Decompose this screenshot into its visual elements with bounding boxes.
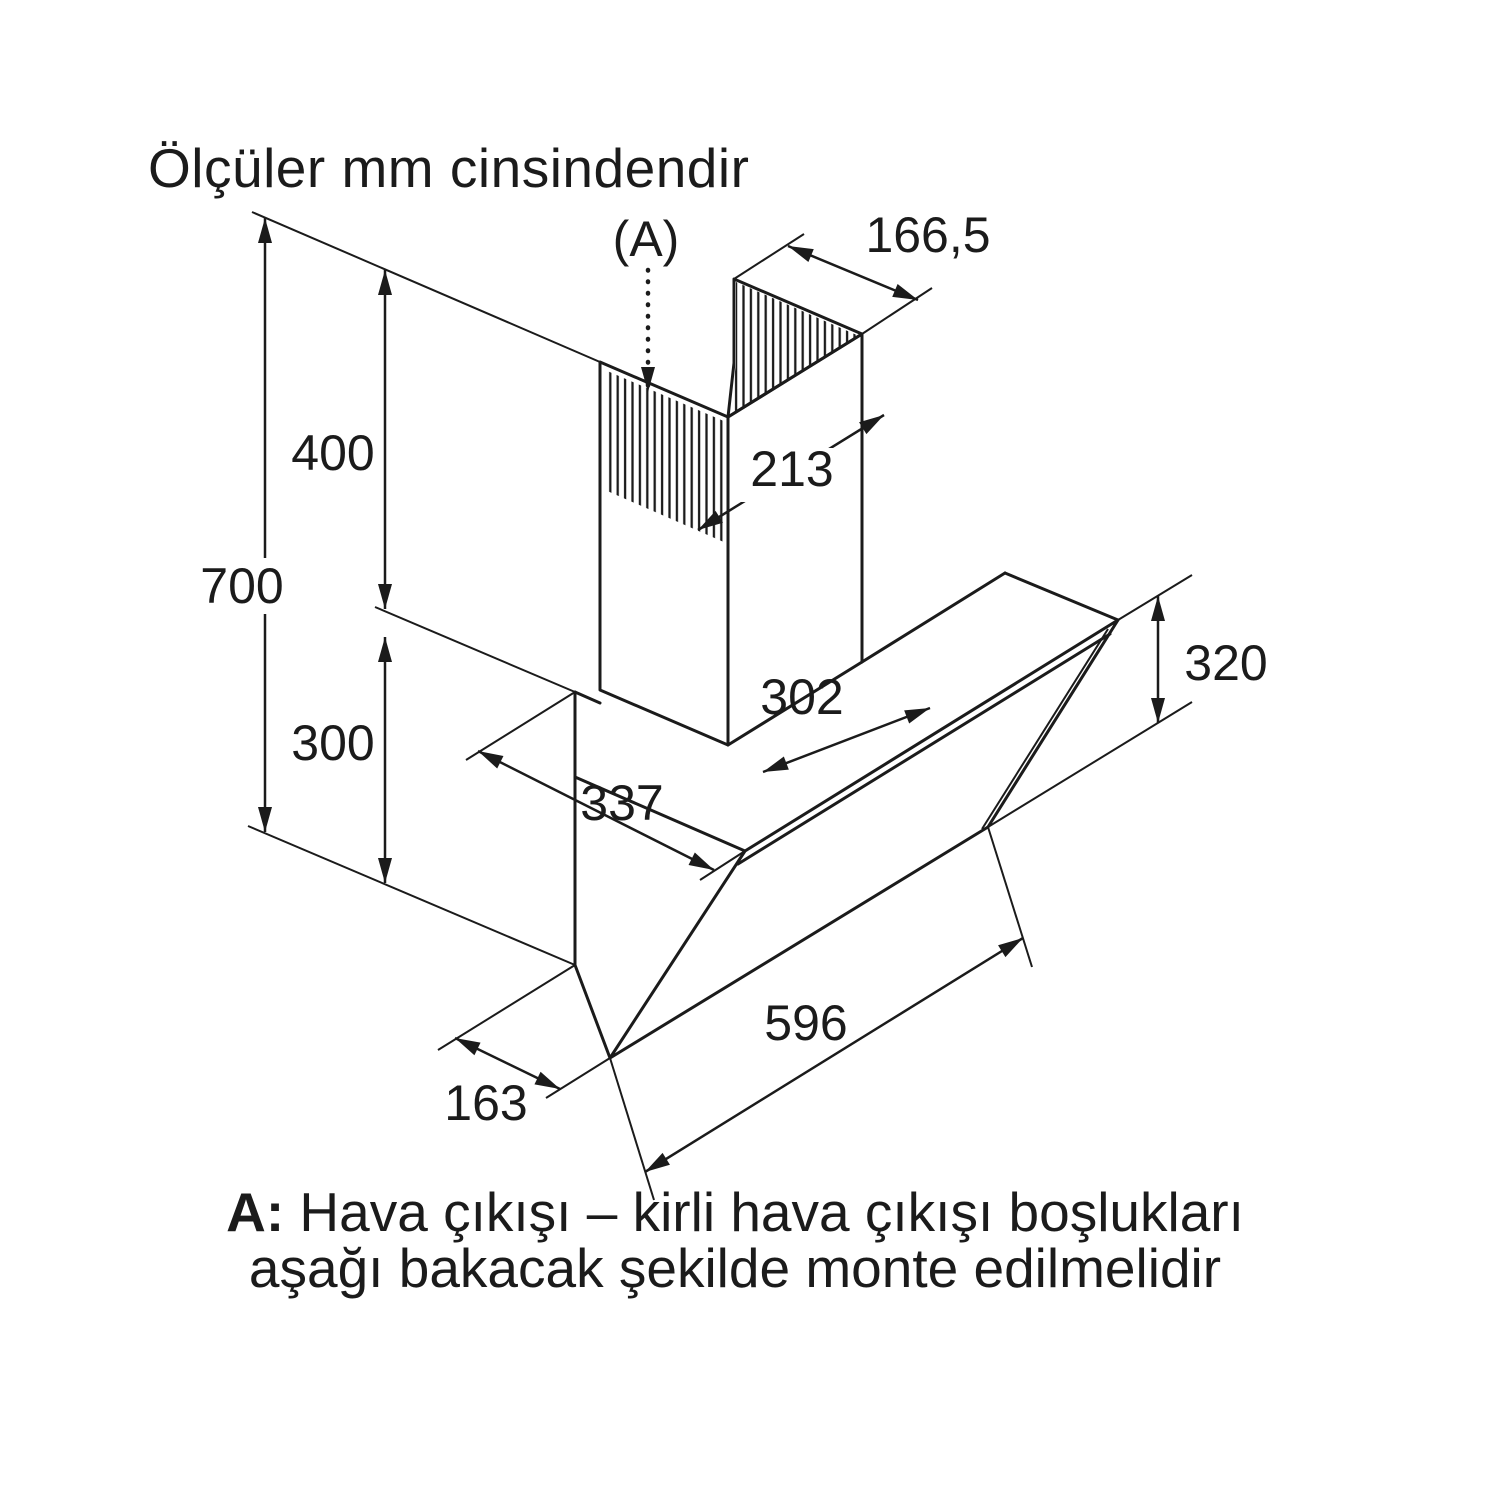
note-prefix: A: (226, 1181, 285, 1243)
back-flap-vent-hatch (730, 282, 859, 415)
dim-320-label: 320 (1184, 635, 1267, 691)
dim-302-line (762, 706, 931, 774)
dim-596-line (644, 936, 1024, 1174)
note-line-1-text: Hava çıkışı – kirli hava çıkışı boşlukla… (299, 1181, 1244, 1243)
dim-163-label: 163 (444, 1075, 527, 1131)
canopy-back-edge (860, 571, 1007, 664)
dim-337-label: 337 (580, 775, 663, 831)
label-bg-213 (733, 448, 851, 502)
dimension-lines (258, 218, 1165, 1174)
dim-302-label: 302 (760, 669, 843, 725)
dim-166-label: 166,5 (865, 207, 990, 263)
dim-700-label: 700 (200, 558, 283, 614)
air-outlet-note: A: Hava çıkışı – kirli hava çıkışı boşlu… (0, 1184, 1470, 1296)
dim-163-line (454, 1036, 561, 1091)
dim-337-line (477, 749, 715, 872)
canopy-right-edge (1003, 571, 1120, 622)
glass-front-panel (608, 618, 1120, 1060)
dim-596-label: 596 (764, 995, 847, 1051)
front-face-vent-hatch (605, 370, 726, 543)
page-title: Ölçüler mm cinsindendir (148, 137, 750, 199)
dim-400-label: 400 (291, 425, 374, 481)
note-line-1: A: Hava çıkışı – kirli hava çıkışı boşlu… (0, 1184, 1470, 1240)
extension-lines (247, 211, 1193, 1201)
dim-166-line (787, 244, 919, 302)
dim-213-label: 213 (750, 441, 833, 497)
wall-box-top-edge (573, 690, 602, 705)
dim-marker-a-label: (A) (613, 211, 680, 267)
wall-box-bottom-edge (573, 963, 612, 1060)
dimension-labels: (A) 700 400 300 166,5 213 302 337 320 59… (200, 207, 1267, 1131)
hood-body (573, 277, 1120, 1060)
label-bg-700 (194, 558, 292, 614)
dim-300-label: 300 (291, 715, 374, 771)
note-line-2: aşağı bakacak şekilde monte edilmelidir (248, 1237, 1222, 1300)
glass-right-thickness-line (981, 628, 1109, 830)
